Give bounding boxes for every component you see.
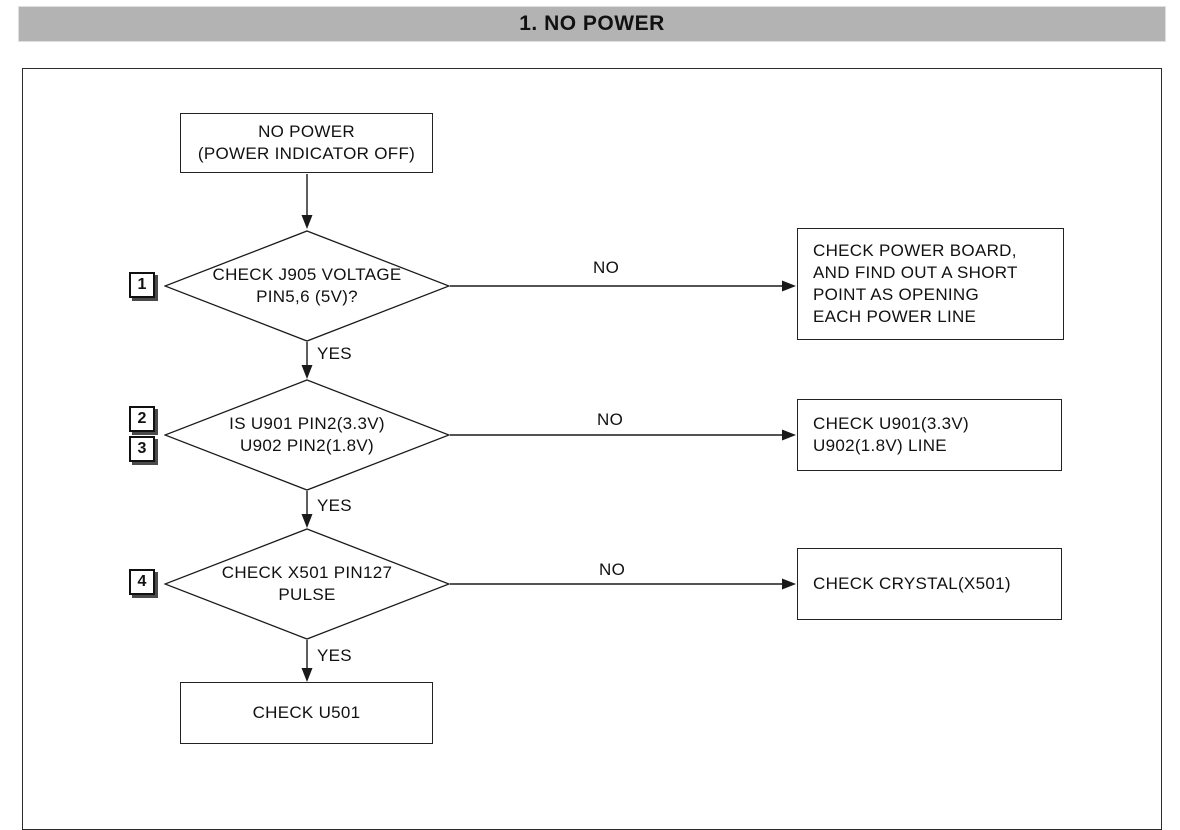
- action-1-line: EACH POWER LINE: [813, 307, 977, 326]
- start-node-line: NO POWER: [258, 122, 355, 141]
- decision-3-no-label: NO: [599, 560, 626, 579]
- action-1-box: CHECK POWER BOARD, AND FIND OUT A SHORT …: [797, 228, 1064, 340]
- start-node-line: (POWER INDICATOR OFF): [197, 144, 416, 163]
- action-2-line: CHECK U901(3.3V): [813, 414, 969, 433]
- decision-1-line: PIN5,6 (5V)?: [256, 287, 358, 306]
- decision-3-diamond: [164, 528, 450, 640]
- end-node-line: CHECK U501: [252, 703, 361, 722]
- action-1-line: POINT AS OPENING: [813, 285, 980, 304]
- action-3-box: CHECK CRYSTAL(X501): [797, 548, 1062, 620]
- step-badge-4: 4: [129, 569, 155, 595]
- action-2-box: CHECK U901(3.3V) U902(1.8V) LINE: [797, 399, 1062, 471]
- decision-2-text: IS U901 PIN2(3.3V) U902 PIN2(1.8V): [190, 413, 424, 457]
- decision-3-line: CHECK X501 PIN127: [221, 563, 393, 582]
- action-2-line: U902(1.8V) LINE: [813, 436, 947, 455]
- decision-1-diamond: [164, 230, 450, 342]
- decision-2-line: U902 PIN2(1.8V): [240, 436, 374, 455]
- decision-3-text: CHECK X501 PIN127 PULSE: [190, 562, 424, 606]
- action-3-line: CHECK CRYSTAL(X501): [813, 574, 1011, 593]
- action-1-line: CHECK POWER BOARD,: [813, 241, 1017, 260]
- step-badge-2: 2: [129, 406, 155, 432]
- decision-1-line: CHECK J905 VOLTAGE: [212, 265, 402, 284]
- end-node: CHECK U501: [180, 682, 433, 744]
- decision-2-diamond: [164, 379, 450, 491]
- decision-3-yes-label: YES: [317, 646, 352, 665]
- decision-3-line: PULSE: [278, 585, 336, 604]
- decision-1-no-label: NO: [593, 258, 620, 277]
- step-badge-1: 1: [129, 272, 155, 298]
- decision-2-yes-label: YES: [317, 496, 352, 515]
- decision-1-text: CHECK J905 VOLTAGE PIN5,6 (5V)?: [190, 264, 424, 308]
- decision-2-no-label: NO: [597, 410, 624, 429]
- decision-2-line: IS U901 PIN2(3.3V): [229, 414, 385, 433]
- action-1-line: AND FIND OUT A SHORT: [813, 263, 1018, 282]
- start-node: NO POWER (POWER INDICATOR OFF): [180, 113, 433, 173]
- decision-1-yes-label: YES: [317, 344, 352, 363]
- page-title: 1. NO POWER: [18, 6, 1166, 42]
- step-badge-3: 3: [129, 436, 155, 462]
